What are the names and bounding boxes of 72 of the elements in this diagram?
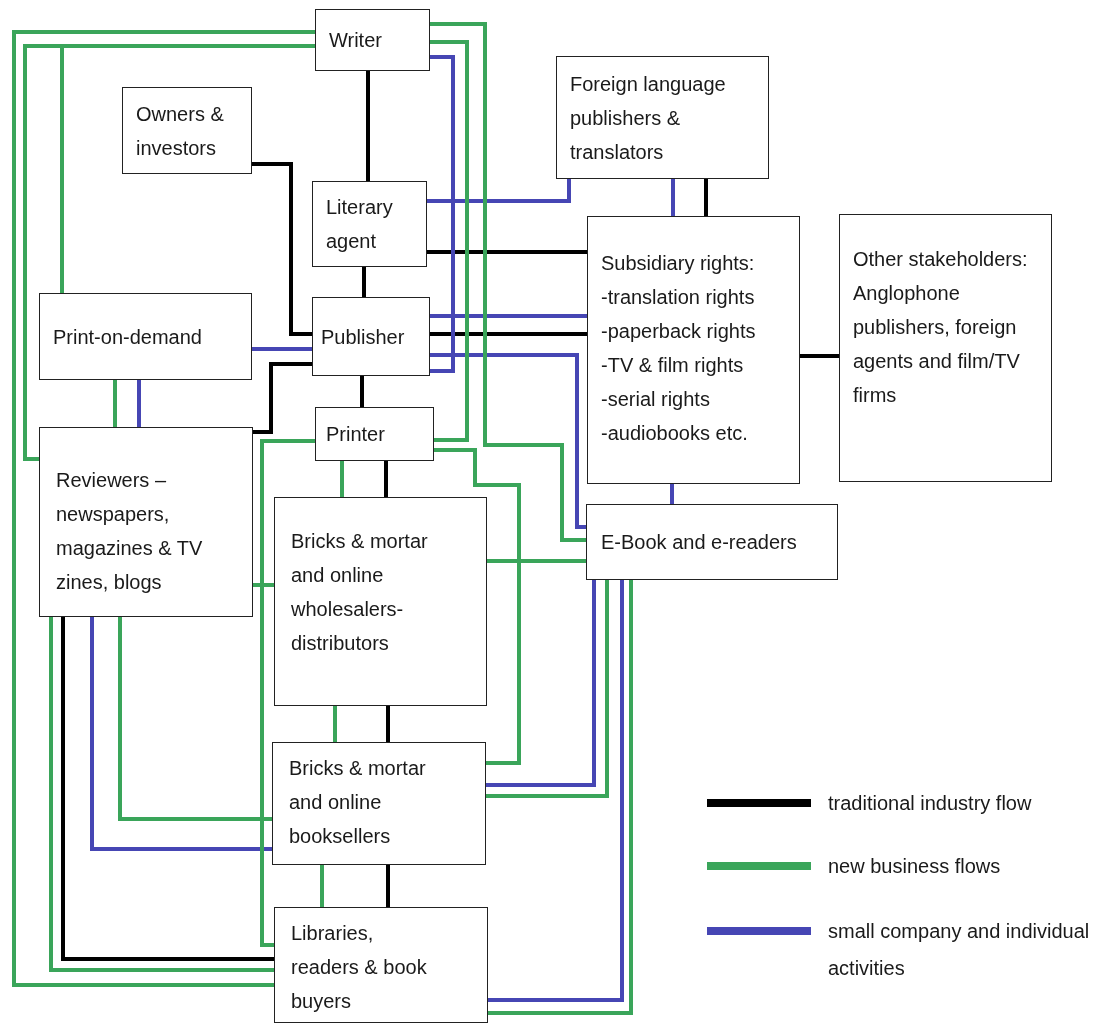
flow-box (312, 297, 430, 376)
connector-line (386, 865, 390, 907)
connector-line (90, 617, 272, 851)
box-label: Libraries, readers & book buyers (291, 921, 427, 1014)
connector-line (704, 179, 708, 216)
connector-line (430, 314, 587, 318)
connector-line (12, 30, 315, 987)
flow-box (122, 87, 252, 174)
flow-box (586, 504, 838, 580)
connector-line (253, 583, 274, 587)
connector-line (253, 362, 312, 434)
flow-box (839, 214, 1052, 482)
box-label: E-Book and e-readers (601, 530, 798, 555)
box-label: -TV & film rights (601, 353, 745, 378)
connector-line (252, 347, 312, 351)
box-label: -serial rights (601, 387, 711, 412)
box-label: Foreign language publishers & translators (570, 71, 727, 165)
connector-line (260, 439, 315, 947)
connector-line (118, 617, 272, 821)
box-label: Bricks & mortar and online wholesalers-distributors (291, 529, 429, 656)
box-label: Print-on-demand (53, 324, 203, 350)
connector-line (320, 865, 324, 907)
connector-line (487, 559, 586, 563)
box-label: Literary agent (326, 195, 394, 254)
connector-line (430, 40, 469, 442)
legend-label: new business flows (828, 854, 1002, 879)
flow-box (315, 407, 434, 461)
box-label: Writer (329, 28, 383, 53)
flow-box (315, 9, 430, 71)
connector-line (386, 706, 390, 742)
box-label: Subsidiary rights: (601, 251, 756, 276)
connector-line (671, 179, 675, 216)
box-label: Owners & investors (136, 101, 225, 161)
connector-line (360, 376, 364, 407)
connector-line (430, 332, 587, 336)
connector-line (113, 380, 117, 427)
flow-box (39, 427, 253, 617)
flow-box (274, 497, 487, 706)
box-label: Bricks & mortar and online booksellers (289, 756, 427, 849)
connector-line (137, 380, 141, 427)
connector-line (430, 353, 586, 529)
flow-box (587, 216, 800, 484)
connector-line (362, 267, 366, 297)
connector-line (800, 354, 839, 358)
connector-line (333, 706, 337, 742)
connector-line (252, 162, 312, 336)
box-label: Other stakeholders: Anglophone publishers, foreign agents and film/TV firms (853, 247, 1029, 408)
connector-line (486, 580, 596, 787)
connector-line (486, 580, 609, 798)
connector-line (427, 179, 571, 203)
connector-line (430, 55, 455, 373)
flow-box (39, 293, 252, 380)
connector-line (670, 484, 674, 504)
box-label: Printer (326, 422, 386, 447)
connector-line (366, 71, 370, 181)
box-label: -audiobooks etc. (601, 421, 749, 446)
flow-box (274, 907, 488, 1023)
box-label: Publisher (321, 324, 406, 350)
legend-label: traditional industry flow (828, 791, 1033, 816)
connector-line (384, 461, 388, 497)
legend-label: small company and individual activities (828, 919, 1091, 981)
flow-box (556, 56, 769, 179)
flow-box (272, 742, 486, 865)
box-label: -paperback rights (601, 319, 757, 344)
connector-line (430, 22, 586, 542)
box-label: -translation rights (601, 285, 756, 310)
connector-line (340, 461, 344, 497)
box-label: Reviewers – newspapers, magazines & TV zines, blogs (56, 468, 204, 595)
connector-line (60, 44, 315, 293)
connector-line (434, 448, 521, 765)
connector-line (427, 250, 587, 254)
flow-box (312, 181, 427, 267)
